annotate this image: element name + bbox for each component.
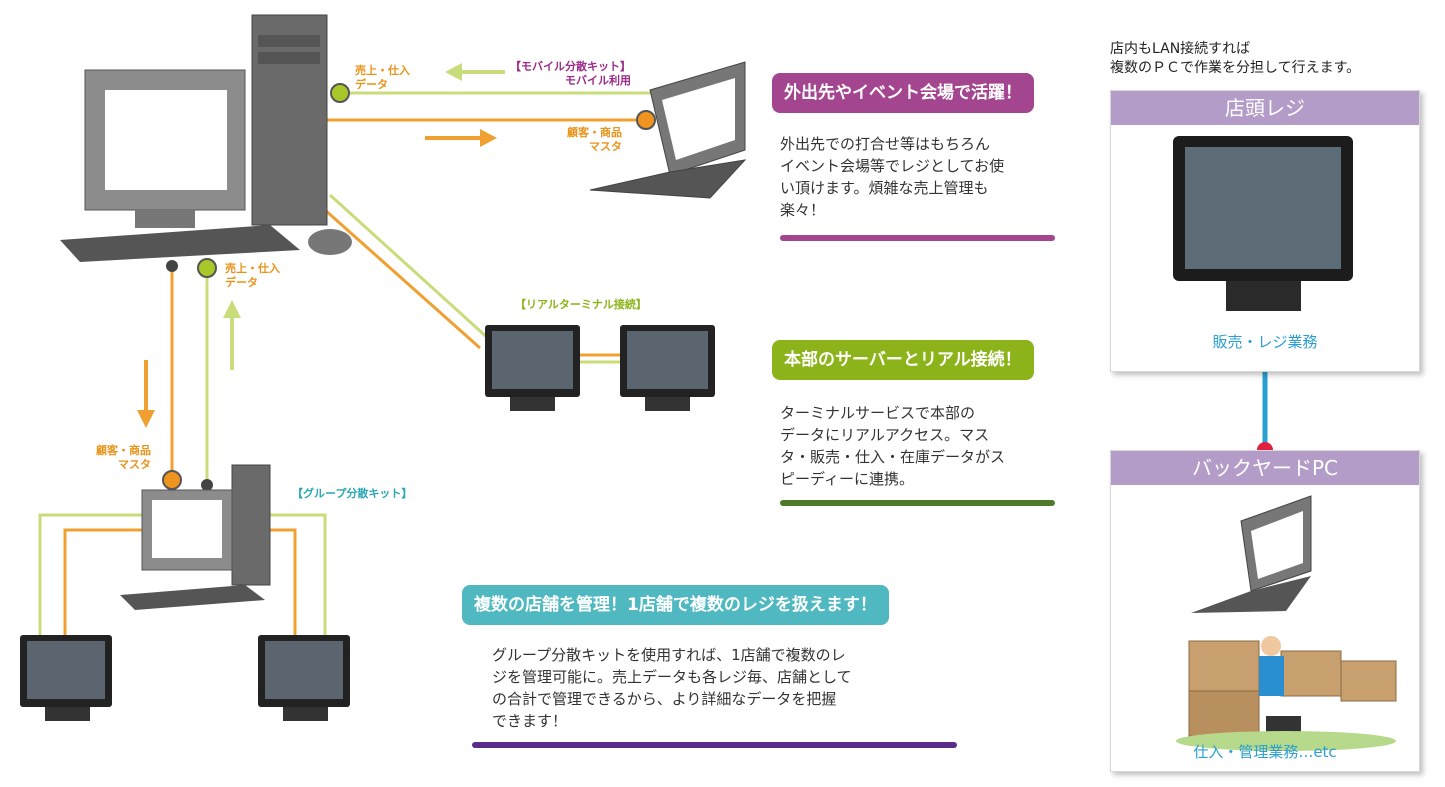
sales-data-label-mid: 売上・仕入 データ [225,262,280,289]
panel-storefront-title: 店頭レジ [1111,91,1419,125]
lan-note: 店内もLAN接続すれば 複数のＰＣで作業を分担して行えます。 [1110,41,1361,76]
panel-backyard-pc: バックヤードPC 仕入・管理業務…etc [1110,450,1420,772]
customer-master-label-right: 顧客・商品 マスタ [567,126,622,153]
backyard-illustration [1176,495,1397,751]
group-kit-pc [120,464,271,610]
sales-data-label-top: 売上・仕入 データ [355,64,410,91]
section-group-title: 複数の店舗を管理！1店舗で複数のレジを扱えます！ [462,585,889,625]
data-arrows [137,63,505,428]
real-terminal-label: 【リアルターミナル接続】 [515,298,647,311]
connector-dots [162,83,656,491]
group-terminal-1 [20,635,112,721]
real-terminal-2 [620,325,715,411]
group-terminal-2 [258,635,350,721]
section-mobile-body: 外出先での打合せ等はもちろん イベント会場等でレジとしてお使 い頂けます。煩雑な… [780,135,1005,219]
mobile-kit-label: 【モバイル分散キット】 モバイル利用 [510,60,631,87]
section-real-body: ターミナルサービスで本部の データにリアルアクセス。マス タ・販売・仕入・在庫デ… [780,404,1006,488]
pos-terminal-image [1173,136,1353,311]
laptop-mobile [589,61,747,199]
panel-backyard-title: バックヤードPC [1111,451,1419,485]
section-group-body: グループ分散キットを使用すれば、1店舗で複数のレ ジを管理可能に。売上データも各… [492,646,852,730]
main-desktop-pc [60,14,352,262]
panel-backyard-caption: 仕入・管理業務…etc [1193,743,1337,761]
section-real-title: 本部のサーバーとリアル接続！ [772,340,1034,380]
customer-master-label-left: 顧客・商品 マスタ [96,444,151,471]
real-terminal-1 [485,325,580,411]
group-kit-label: 【グループ分散キット】 [292,487,413,500]
section-real-underline [780,500,1055,506]
panel-storefront-register: 店頭レジ 販売・レジ業務 [1110,90,1420,372]
section-mobile-title: 外出先やイベント会場で活躍！ [772,73,1034,113]
section-mobile-underline [780,235,1055,241]
section-group-underline [472,742,957,748]
panel-storefront-caption: 販売・レジ業務 [1212,333,1318,351]
connection-lines [38,91,660,635]
